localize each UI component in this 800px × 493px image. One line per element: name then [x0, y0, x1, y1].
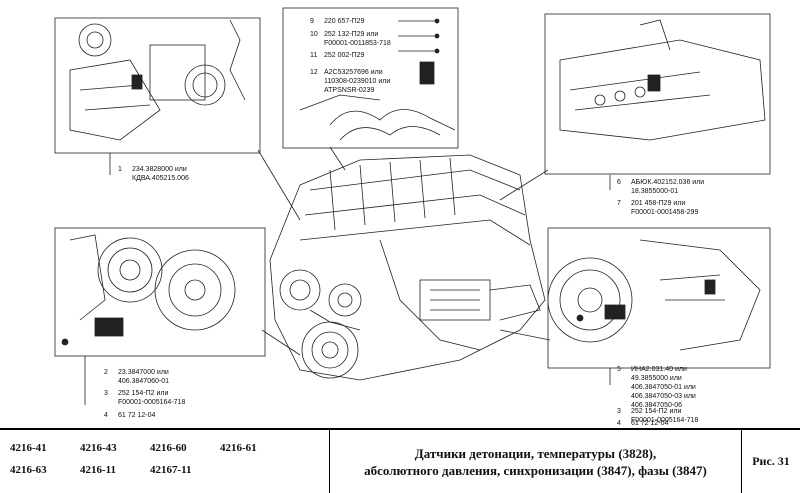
callout-line1: 23.3847000 или [118, 369, 169, 376]
callout-sensor-11: 11 252 002-П29 [310, 51, 364, 60]
callout-number: 9 [310, 18, 314, 25]
callout-line2: 49.3855000 или [631, 375, 682, 382]
callout-sensor-7: 7 201 458-П29 или F00001-0001458-299 [617, 199, 698, 217]
callout-line1: АБЮК.402152.036 или [631, 179, 705, 186]
callout-line1: 61 72 12-04 [631, 420, 669, 427]
callout-line3: ATPSNSR-0239 [324, 87, 375, 94]
engine-code: 4216-60 [150, 442, 187, 454]
callout-sensor-6: 6 АБЮК.402152.036 или 18.3855000-01 [617, 178, 704, 196]
title-block: 4216-41 4216-43 4216-60 4216-61 4216-63 … [0, 428, 800, 493]
callout-line1: 252 002-П29 [324, 52, 365, 59]
callout-line2: 406.3847060-01 [118, 378, 169, 385]
callout-line1: 220 657-П29 [324, 18, 365, 25]
engine-illustration [269, 154, 546, 381]
callout-number: 4 [617, 420, 621, 427]
inset-top-center [282, 7, 459, 149]
callout-number: 10 [310, 31, 318, 38]
figure-number: Рис. 31 [752, 454, 790, 468]
leader-lines [84, 146, 611, 405]
engine-code: 4216-11 [80, 464, 117, 476]
callout-line4: 406.3847050-03 или [631, 393, 696, 400]
engine-codes: 4216-41 4216-43 4216-60 4216-61 4216-63 … [0, 430, 330, 493]
callout-number: 11 [310, 52, 318, 59]
callout-line2: КДВА.405215.006 [132, 175, 189, 182]
callout-bolt-3-left: 3 252 154-П2 или F00001-0005164-718 [104, 389, 185, 407]
inset-top-left-drawing [69, 19, 246, 141]
callout-number: 6 [617, 179, 621, 186]
engine-code: 4216-43 [80, 442, 117, 454]
callout-bolt-3-right: 3 252 154-П2 или F00001-0005164-718 [617, 407, 698, 425]
inset-bottom-right [547, 227, 771, 369]
callout-sensor-5: 5 ИНА2.031.40 или 49.3855000 или 406.3847… [617, 365, 696, 410]
engine-code: 4216-61 [220, 442, 257, 454]
callout-washer-4-right: 4 61 72 12-04 [617, 419, 668, 428]
callout-number: 2 [104, 369, 108, 376]
inset-bottom-left-drawing [61, 234, 236, 346]
callout-number: 12 [310, 69, 318, 76]
callout-line1: 252 154-П2 или [631, 408, 682, 415]
callout-line1: А2С53257696 или [324, 69, 383, 76]
callout-line2: 110308-0239010 или [324, 78, 391, 85]
engine-codes-row-1: 4216-41 4216-43 4216-60 4216-61 [10, 442, 329, 454]
callout-line2: F00001-0011853-718 [324, 40, 391, 47]
callout-number: 3 [104, 390, 108, 397]
callout-line2: F00001-0005164-718 [631, 417, 699, 424]
inset-bottom-left [54, 227, 266, 357]
engine-code: 4216-63 [10, 464, 47, 476]
callout-line2: F00001-0001458-299 [631, 209, 699, 216]
callout-sensor-10: 10 252 132-П29 или F00001-0011853-718 [310, 30, 391, 48]
inset-top-left [54, 17, 261, 154]
inset-top-right-drawing [559, 19, 766, 141]
callout-line1: ИНА2.031.40 или [631, 366, 687, 373]
callout-line2: F00001-0005164-718 [118, 399, 186, 406]
callout-sensor-12: 12 А2С53257696 или 110308-0239010 или ATP… [310, 68, 390, 95]
callout-number: 5 [617, 366, 621, 373]
callout-line3: 406.3847050-01 или [631, 384, 696, 391]
callout-number: 7 [617, 200, 621, 207]
figure-title-line1: Датчики детонации, температуры (3828), [414, 445, 657, 461]
inset-bottom-right-drawing [547, 239, 761, 351]
callout-line5: 406.3847050-06 [631, 402, 682, 409]
engine-sensor-diagram [54, 7, 771, 405]
callout-line1: 252 154-П2 или [118, 390, 169, 397]
callout-sensor-2: 2 23.3847000 или 406.3847060-01 [104, 368, 169, 386]
callout-line1: 234.3828000 или [132, 166, 187, 173]
inset-top-right [544, 13, 771, 175]
callout-line1: 201 458-П29 или [631, 200, 686, 207]
callout-line1: 61 72 12-04 [118, 412, 156, 419]
callout-number: 1 [118, 166, 122, 173]
callout-washer-4-left: 4 61 72 12-04 [104, 411, 155, 420]
figure-title-line2: абсолютного давления, синхронизации (384… [364, 462, 707, 478]
engine-code: 4216-41 [10, 442, 47, 454]
engine-codes-row-2: 4216-63 4216-11 42167-11 [10, 464, 329, 476]
callout-sensor-9: 9 220 657-П29 [310, 17, 364, 26]
callout-number: 4 [104, 412, 108, 419]
callout-number: 3 [617, 408, 621, 415]
callout-sensor-1: 1 234.3828000 или КДВА.405215.006 [118, 165, 189, 183]
engine-code: 42167-11 [150, 464, 192, 476]
callout-line1: 252 132-П29 или [324, 31, 379, 38]
figure-title: Датчики детонации, температуры (3828), а… [330, 430, 742, 493]
callout-line2: 18.3855000-01 [631, 188, 679, 195]
inset-top-center-drawing [299, 18, 456, 141]
